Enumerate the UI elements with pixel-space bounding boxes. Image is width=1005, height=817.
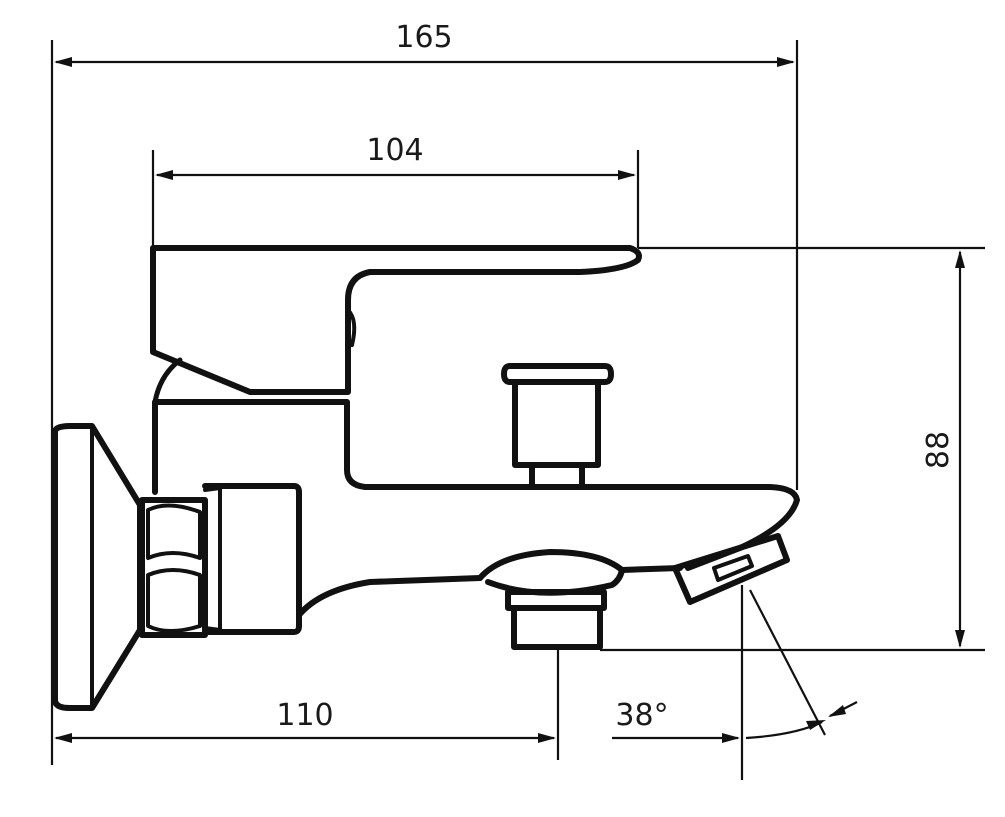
dimension-lever-width: 104 <box>155 133 636 180</box>
spout-nozzle <box>672 533 790 605</box>
mixer-body <box>152 399 800 618</box>
dimension-label-spout-angle: 38° <box>615 698 668 733</box>
connector-block <box>202 483 302 635</box>
faucet-outline <box>52 245 800 711</box>
dimension-label-spout-offset: 110 <box>276 698 333 733</box>
dimension-label-lever-width: 104 <box>366 133 423 168</box>
dimension-spout-angle: 38° <box>612 698 858 743</box>
diverter-knob <box>501 363 614 385</box>
dimension-overall-width: 165 <box>54 20 795 67</box>
dimension-height: 88 <box>921 250 965 648</box>
dimension-spout-offset: 110 <box>54 698 556 743</box>
wall-flange <box>52 423 143 711</box>
lever-handle <box>150 245 642 395</box>
dimension-label-overall-width: 165 <box>395 20 452 55</box>
extension-lines <box>50 40 985 780</box>
bottom-outlet <box>505 589 607 611</box>
spout-outlet-housing <box>477 549 683 581</box>
hex-nut <box>139 497 208 638</box>
dimension-label-height: 88 <box>921 431 956 469</box>
